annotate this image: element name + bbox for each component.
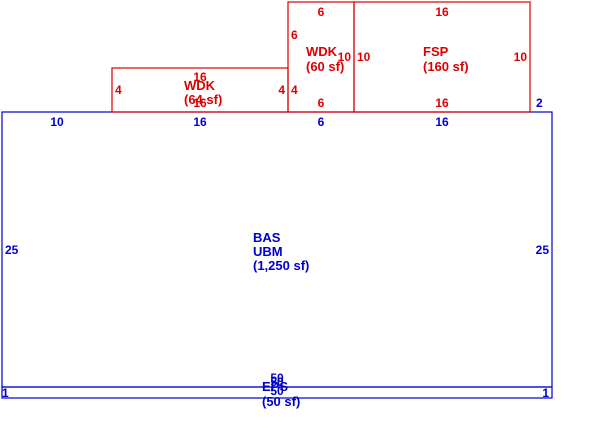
bas-top-dimension-b: 16 [193,115,207,129]
fsp-bottom-dimension: 16 [435,96,449,110]
fsp-top-dimension: 16 [435,5,449,19]
step-dimension: 2 [536,96,543,110]
wdk-mid-bottom-dimension: 6 [318,96,325,110]
wdk-mid-left-lower-dimension: 4 [291,83,298,97]
bas-area-label: (1,250 sf) [253,258,309,273]
fsp-area-label: (160 sf) [423,59,469,74]
bas-code-label: BAS [253,230,281,245]
wdk-mid-left-dimension: 6 [291,28,298,42]
bas-top-dimension-d: 16 [435,115,449,129]
eps-outline [1,386,553,399]
bas-bottom-dimension: 50 [270,371,284,385]
wdk-left-area-label: (64 sf) [184,92,222,107]
eps-top-dimension: 50 [270,375,284,389]
wdk-mid-area-label: (60 sf) [306,59,344,74]
wdk-left-right-dimension: 4 [278,83,285,97]
bas-sub-label: UBM [253,244,283,259]
bas-top-dimension-a: 10 [50,115,64,129]
eps-code-label: EPS [262,379,288,394]
wdk-left-top-dimension: 16 [193,70,207,84]
eps-left-dimension: 1 [2,386,9,400]
fsp-left-dimension: 10 [357,50,371,64]
wdk-left-left-dimension: 4 [115,83,122,97]
bas-top-dimension-c: 6 [318,115,325,129]
bas-right-dimension: 25 [536,243,550,257]
fsp-outline [353,1,531,113]
wdk-mid-code-label: WDK [306,44,338,59]
eps-area-label: (50 sf) [262,394,300,409]
wdk-left-code-label: WDK [184,78,216,93]
wdk-mid-top-dimension: 6 [318,5,325,19]
wdk-left-bottom-dimension: 16 [193,96,207,110]
wdk-mid-right-dimension: 10 [338,50,352,64]
eps-bottom-dimension: 50 [270,384,284,398]
fsp-code-label: FSP [423,44,449,59]
bas-left-dimension: 25 [5,243,19,257]
eps-right-dimension: 1 [542,386,549,400]
fsp-right-dimension: 10 [514,50,528,64]
